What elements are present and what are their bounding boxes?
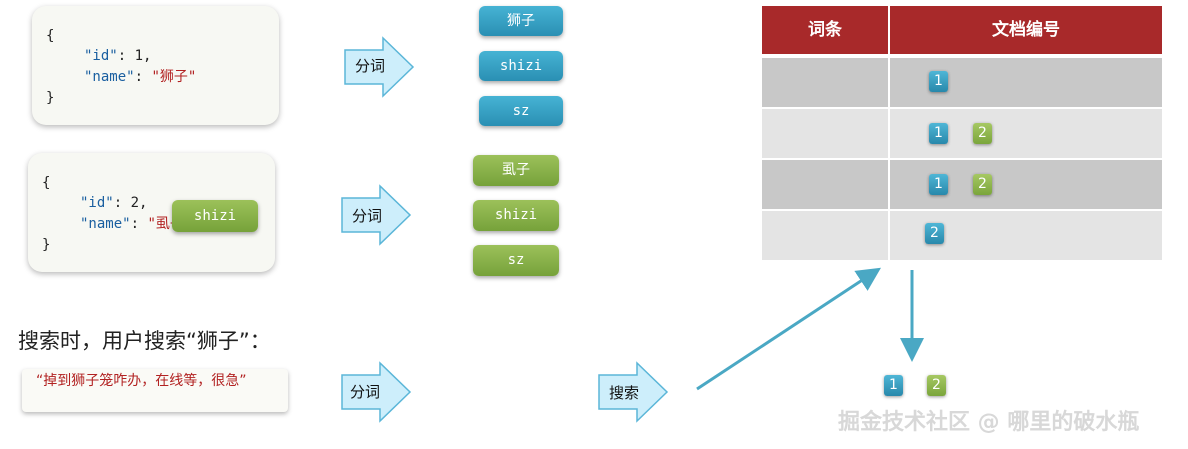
result-doc-id: 2	[927, 375, 946, 396]
tokenize-label-1: 分词	[355, 57, 386, 75]
table-row: 1 2	[762, 109, 1162, 158]
doc1-open-brace: {	[46, 28, 55, 44]
tokenize-arrow-1	[344, 36, 415, 98]
doc-ids-cell: 2	[890, 211, 1162, 260]
doc-ids-cell: 1 2	[890, 160, 1162, 209]
term-cell	[762, 160, 888, 209]
table-row: 2	[762, 211, 1162, 260]
doc2-open-brace: {	[42, 175, 51, 191]
doc2-overlay-token: shizi	[172, 200, 258, 232]
term-cell	[762, 109, 888, 158]
header-doc-ids: 文档编号	[890, 6, 1162, 54]
doc-id-badge: 2	[925, 223, 944, 244]
doc-ids-cell: 1	[890, 58, 1162, 107]
doc2-id-line: "id": 2,	[80, 195, 148, 211]
token-1-2: shizi	[479, 51, 563, 81]
doc1-name-line: "name": "狮子"	[84, 69, 197, 85]
tokenize-label-2: 分词	[352, 207, 383, 225]
doc-id-badge: 2	[973, 123, 992, 144]
search-to-table-arrow	[696, 267, 882, 391]
tokenize-arrow-3	[341, 361, 412, 423]
table-row: 1	[762, 58, 1162, 107]
search-heading: 搜索时，用户搜索“狮子”：	[18, 329, 271, 353]
doc2-close-brace: }	[42, 237, 51, 253]
doc2-name-key: "name"	[80, 216, 131, 232]
token-2-3: sz	[473, 245, 559, 276]
doc2-id-value: 2,	[130, 195, 148, 211]
search-query-box: “掉到狮子笼咋办，在线等，很急”	[22, 369, 288, 412]
term-cell	[762, 211, 888, 260]
doc2-id-key: "id"	[80, 195, 114, 211]
tokenize-arrow-2	[341, 184, 412, 246]
doc1-name-key: "name"	[84, 69, 135, 85]
doc-id-badge: 1	[929, 174, 948, 195]
doc-id-badge: 1	[929, 71, 948, 92]
watermark: 掘金技术社区 @ 哪里的破水瓶	[838, 410, 1140, 435]
header-term: 词条	[762, 6, 888, 54]
doc-id-badge: 2	[973, 174, 992, 195]
document-card-1: { "id": 1, "name": "狮子" }	[32, 6, 279, 125]
doc1-id-value: 1,	[134, 48, 152, 64]
search-label: 搜索	[609, 384, 640, 402]
table-row: 1 2	[762, 160, 1162, 209]
doc-id-badge: 1	[929, 123, 948, 144]
search-query-text: “掉到狮子笼咋办，在线等，很急”	[36, 373, 247, 389]
token-1-1: 狮子	[479, 6, 563, 36]
token-1-3: sz	[479, 96, 563, 126]
doc1-id-line: "id": 1,	[84, 48, 152, 64]
token-2-1: 虱子	[473, 155, 559, 186]
search-arrow	[598, 361, 669, 423]
token-2-2: shizi	[473, 200, 559, 231]
result-doc-id: 1	[884, 375, 903, 396]
term-cell	[762, 58, 888, 107]
tokenize-label-3: 分词	[350, 383, 381, 401]
doc-ids-cell: 1 2	[890, 109, 1162, 158]
doc1-id-key: "id"	[84, 48, 118, 64]
doc1-name-value: "狮子"	[151, 69, 197, 85]
doc1-close-brace: }	[46, 90, 55, 106]
